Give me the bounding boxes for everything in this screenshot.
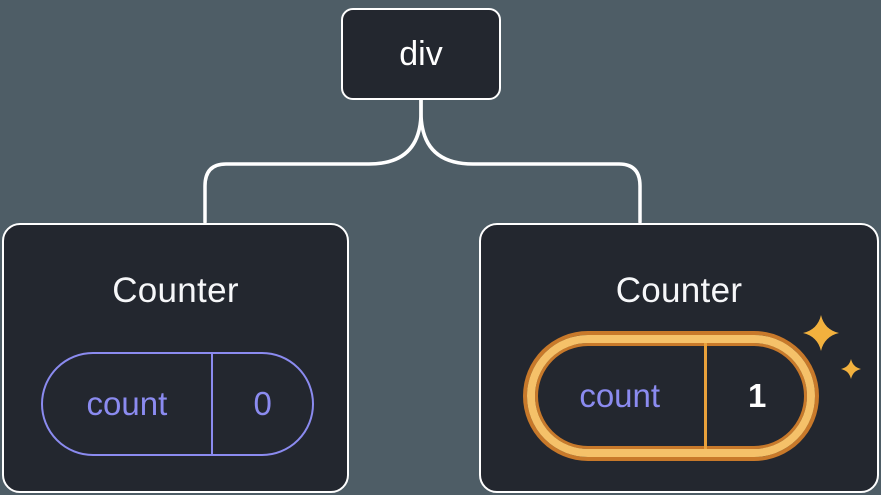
- state-key-label-left: count: [86, 385, 168, 422]
- sparkle-icon-large: [803, 315, 839, 356]
- counter-component-left: Counter count 0: [2, 223, 349, 493]
- state-pill-divider-right: [704, 343, 708, 449]
- component-title-right: Counter: [615, 271, 743, 310]
- sparkle-icon-small: [841, 359, 861, 384]
- state-pill-divider-left: [210, 354, 214, 454]
- component-title-left: Counter: [112, 271, 239, 310]
- root-node-label: div: [399, 34, 443, 73]
- state-pill-left: count 0: [41, 352, 314, 456]
- state-pill-right-highlighted: count 1: [527, 335, 815, 457]
- connector-right-branch: [419, 98, 642, 224]
- state-value-right: 1: [748, 377, 767, 414]
- root-node-div: div: [341, 8, 501, 100]
- connector-left-branch: [203, 98, 423, 224]
- counter-component-right: Counter count 1: [479, 223, 879, 493]
- state-key-label-right: count: [579, 377, 661, 414]
- state-value-left: 0: [253, 385, 272, 422]
- highlight-sparkles: [803, 315, 875, 391]
